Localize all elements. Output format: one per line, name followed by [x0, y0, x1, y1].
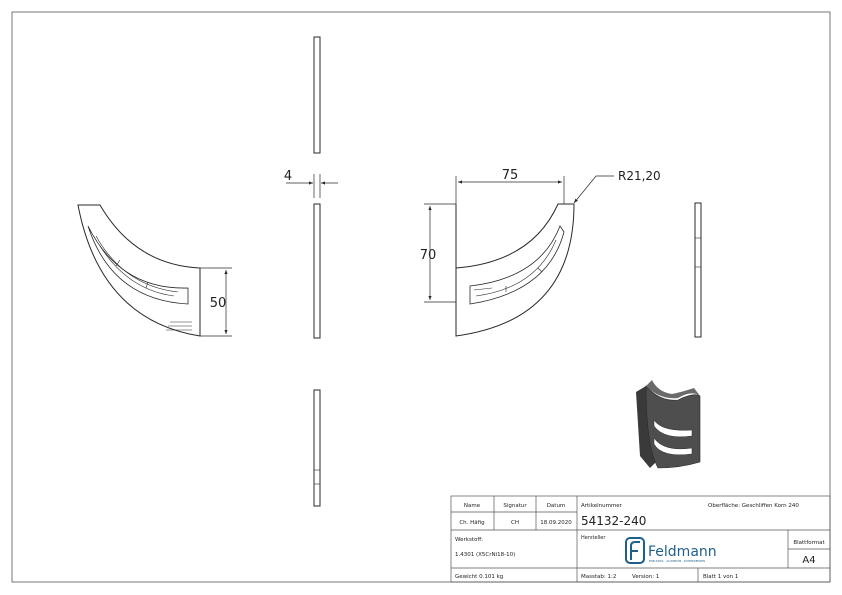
right-view	[694, 202, 702, 338]
front-view-slot-divider	[537, 267, 543, 273]
dimension-height-left	[200, 267, 232, 337]
logo-mark	[625, 537, 645, 564]
title-werkstoff-value: 1.4301 (X5CrNi18-10)	[455, 552, 515, 558]
left-view-outline	[77, 204, 201, 337]
left-view-hatch	[166, 321, 192, 331]
isometric-part-view	[636, 380, 701, 469]
title-gewicht: Gewicht 0.101 kg	[455, 574, 503, 580]
left-view-slot-divider	[115, 259, 121, 267]
dimension-height-front	[424, 203, 456, 303]
title-massstab: Masstab: 1:2	[581, 574, 616, 580]
isometric-slot	[653, 419, 693, 438]
dimension-width-top	[455, 176, 565, 204]
edge-view-bottom	[313, 389, 321, 507]
isometric-slot	[653, 437, 693, 456]
logo-subtext: EDELSTAHL · ALUMINIUM · SCHMIEDEEISEN	[649, 559, 705, 563]
left-view-slot-divider	[145, 281, 149, 289]
left-view-slot-outer	[87, 225, 189, 305]
edge-view-top	[313, 36, 321, 154]
title-block	[450, 495, 831, 583]
front-view	[455, 203, 575, 337]
left-view	[77, 204, 201, 337]
dimension-radius	[573, 175, 614, 204]
title-signatur-value: CH	[511, 520, 519, 526]
dimension-height-front-label: 70	[420, 248, 437, 263]
title-artikelnummer-label: Artikelnummer	[581, 503, 623, 509]
title-name-label: Name	[464, 503, 481, 509]
title-blattformat-label: Blattformat	[793, 540, 825, 546]
logo-mark-f	[630, 541, 640, 560]
title-signatur-label: Signatur	[503, 503, 527, 509]
isometric-part-face	[645, 385, 701, 469]
front-view-slot	[469, 225, 565, 305]
title-blatt: Blatt 1 von 1	[703, 574, 738, 580]
dimension-thickness	[286, 174, 338, 198]
title-blattformat-value: A4	[802, 555, 815, 566]
dimension-height-left-label: 50	[210, 296, 227, 311]
right-view-edge	[694, 202, 702, 338]
title-name-value: Ch. Häfig	[459, 520, 484, 526]
edge-view-middle	[313, 203, 321, 339]
feldmann-logo: Feldmann EDELSTAHL · ALUMINIUM · SCHMIED…	[625, 537, 717, 564]
edge-view	[313, 36, 321, 507]
title-hersteller-label: Hersteller	[581, 535, 606, 541]
front-view-slot-inner	[473, 239, 557, 297]
dimension-width-top-label: 75	[502, 168, 519, 183]
logo-text: Feldmann	[648, 544, 717, 560]
title-datum-label: Datum	[547, 503, 566, 509]
title-oberflaeche: Oberfläche: Geschliffen Korn 240	[708, 503, 799, 509]
isometric-part-top	[646, 380, 700, 399]
dimension-thickness-label: 4	[284, 169, 292, 184]
title-werkstoff-label: Werkstoff:	[455, 537, 483, 543]
title-version: Version: 1	[632, 574, 659, 580]
dimension-radius-label: R21,20	[618, 169, 661, 183]
left-view-slot-inner	[95, 235, 179, 297]
front-view-outline	[455, 203, 575, 337]
title-artikelnummer-value: 54132-240	[581, 514, 646, 528]
title-datum-value: 18.09.2020	[540, 520, 572, 526]
drawing-frame	[11, 11, 831, 583]
